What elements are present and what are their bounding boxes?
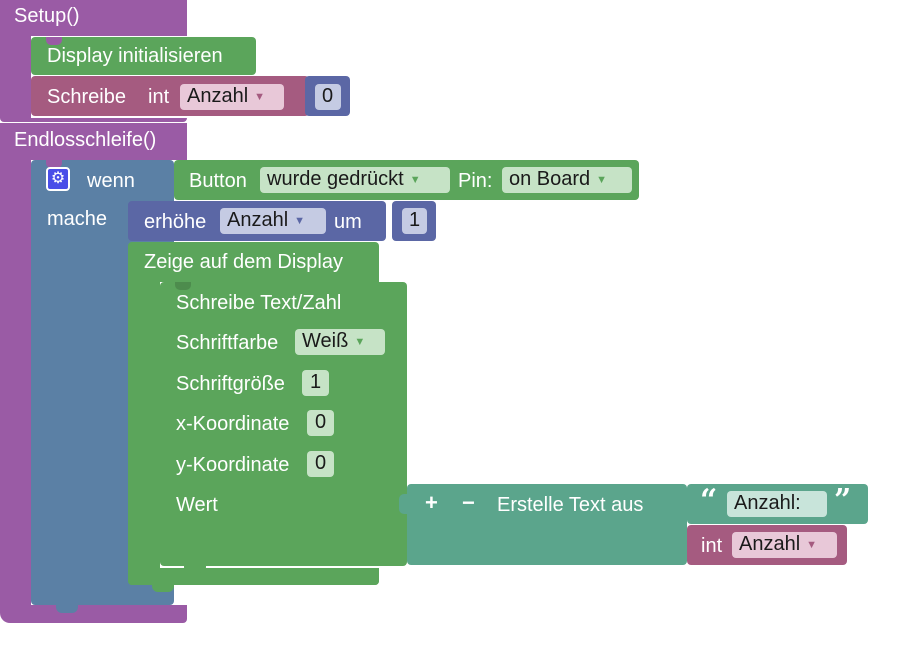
increment-variable-dropdown[interactable]: Anzahl ▼ xyxy=(220,208,326,234)
declare-type: int xyxy=(148,86,170,108)
open-quote-icon: “ xyxy=(700,483,718,518)
create-text-label: Erstelle Text aus xyxy=(497,494,644,516)
increment-value-field[interactable]: 1 xyxy=(402,208,427,234)
font-color-dropdown[interactable]: Weiß ▼ xyxy=(295,329,385,355)
pin-label: Pin: xyxy=(458,170,493,192)
x-coordinate-field[interactable]: 0 xyxy=(307,410,334,436)
button-state-dropdown[interactable]: wurde gedrückt ▼ xyxy=(260,167,450,193)
value-label: Wert xyxy=(176,494,218,516)
create-text-block[interactable] xyxy=(407,484,687,565)
font-color-value: Weiß xyxy=(302,330,349,352)
dropdown-arrow-icon: ▼ xyxy=(596,174,608,186)
pin-value: on Board xyxy=(509,168,591,190)
display-init-block[interactable] xyxy=(31,37,256,75)
write-text-bottom-notch xyxy=(184,566,206,573)
minus-icon[interactable]: − xyxy=(462,490,475,515)
declare-variable-name: Anzahl xyxy=(187,85,249,107)
y-coordinate-label: y-Koordinate xyxy=(176,454,290,476)
declare-value-field[interactable]: 0 xyxy=(315,84,341,110)
font-color-label: Schriftfarbe xyxy=(176,332,279,354)
condition-label: Button xyxy=(189,170,247,192)
setup-title: Setup() xyxy=(14,5,80,27)
block-notch xyxy=(46,37,62,45)
loop-title: Endlosschleife() xyxy=(14,129,157,151)
getter-variable-name: Anzahl xyxy=(739,533,801,555)
if-bottom-notch xyxy=(56,605,78,613)
block-notch xyxy=(175,282,191,290)
dropdown-arrow-icon: ▼ xyxy=(806,539,818,551)
getter-variable-dropdown[interactable]: Anzahl ▼ xyxy=(732,532,837,558)
font-size-label: Schriftgröße xyxy=(176,373,285,395)
declare-label: Schreibe xyxy=(47,86,126,108)
button-state-value: wurde gedrückt xyxy=(267,168,404,190)
if-label: wenn xyxy=(87,170,135,192)
pin-dropdown[interactable]: on Board ▼ xyxy=(502,167,632,193)
dropdown-arrow-icon: ▼ xyxy=(294,215,306,227)
increment-by-label: um xyxy=(334,211,362,233)
block-notch xyxy=(46,160,62,168)
plus-icon[interactable]: + xyxy=(425,490,438,515)
y-coordinate-field[interactable]: 0 xyxy=(307,451,334,477)
declare-variable-dropdown[interactable]: Anzahl ▼ xyxy=(180,84,284,110)
dropdown-arrow-icon: ▼ xyxy=(354,336,366,348)
dropdown-arrow-icon: ▼ xyxy=(254,91,266,103)
increment-variable-name: Anzahl xyxy=(227,209,289,231)
dropdown-arrow-icon: ▼ xyxy=(409,174,421,186)
display-show-bottom-notch xyxy=(152,585,174,592)
text-literal-field[interactable]: Anzahl: xyxy=(727,491,827,517)
display-init-label: Display initialisieren xyxy=(47,45,223,67)
getter-type: int xyxy=(701,535,723,557)
create-text-left-tab xyxy=(399,494,407,514)
x-coordinate-label: x-Koordinate xyxy=(176,413,290,435)
font-size-field[interactable]: 1 xyxy=(302,370,329,396)
gear-icon[interactable]: ⚙ xyxy=(46,167,70,191)
increment-label: erhöhe xyxy=(144,211,207,233)
display-show-label: Zeige auf dem Display xyxy=(144,251,343,273)
do-label: mache xyxy=(47,208,108,230)
display-show-bottom-arm xyxy=(128,568,379,585)
close-quote-icon: ” xyxy=(834,483,852,518)
write-text-title: Schreibe Text/Zahl xyxy=(176,292,342,314)
